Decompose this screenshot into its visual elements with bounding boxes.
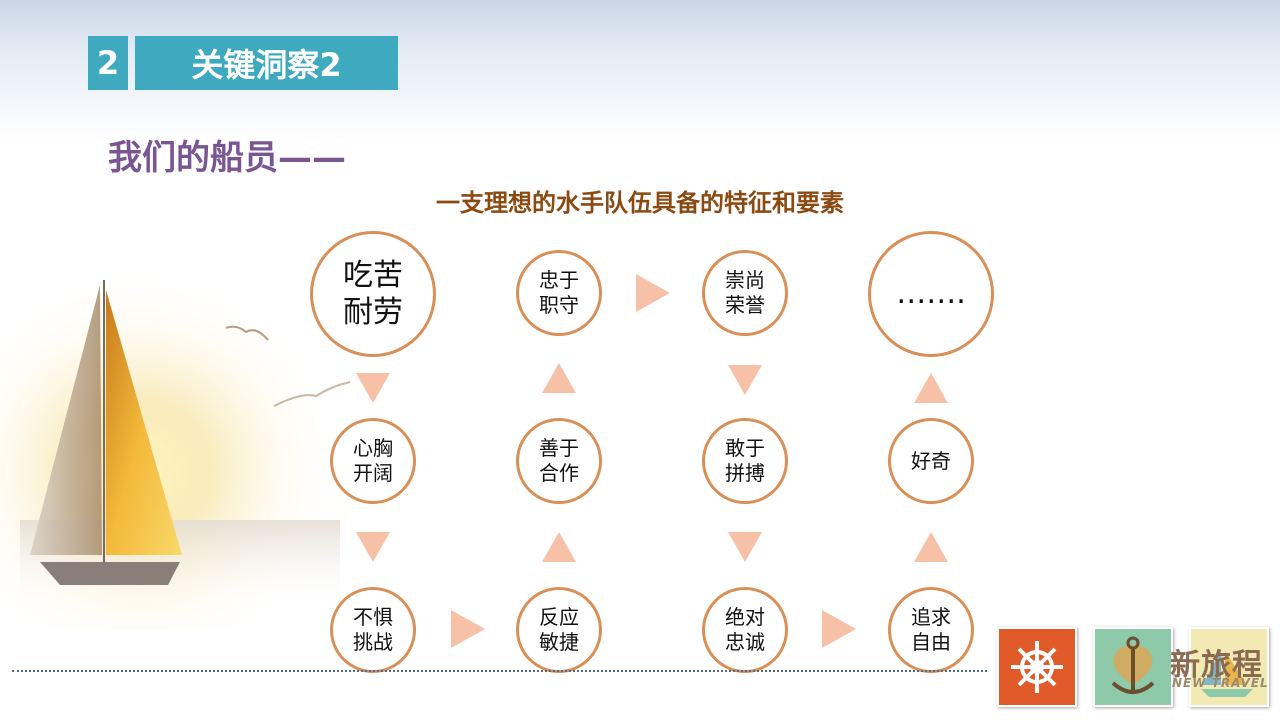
trait-circle: 不惧 挑战 bbox=[330, 587, 416, 673]
arrow-down-icon bbox=[728, 365, 762, 395]
logo-tile-anchor bbox=[1093, 627, 1173, 707]
arrow-down-icon bbox=[356, 532, 390, 562]
arrow-right-icon bbox=[451, 610, 485, 648]
trait-label: 反应 敏捷 bbox=[539, 605, 579, 654]
trait-circle: 心胸 开阔 bbox=[330, 418, 416, 504]
subtitle: 一支理想的水手队伍具备的特征和要素 bbox=[436, 189, 844, 217]
trait-label: 不惧 挑战 bbox=[353, 605, 393, 654]
trait-label: 忠于 职守 bbox=[539, 268, 579, 317]
brand-name-en: NEW TRAVEL bbox=[1172, 676, 1269, 690]
trait-circle: 忠于 职守 bbox=[516, 250, 602, 336]
trait-circle: ……. bbox=[868, 231, 994, 357]
arrow-up-icon bbox=[542, 363, 576, 393]
trait-label: 心胸 开阔 bbox=[353, 436, 393, 485]
trait-label: 崇尚 荣誉 bbox=[725, 268, 765, 317]
trait-circle: 善于 合作 bbox=[516, 418, 602, 504]
arrow-down-icon bbox=[356, 373, 390, 403]
trait-label: 善于 合作 bbox=[539, 436, 579, 485]
trait-label: 敢于 拼搏 bbox=[725, 436, 765, 485]
arrow-right-icon bbox=[636, 274, 670, 312]
arrow-up-icon bbox=[914, 532, 948, 562]
trait-label: 吃苦 耐劳 bbox=[343, 257, 403, 331]
arrow-down-icon bbox=[728, 532, 762, 562]
ship-wheel-icon bbox=[1011, 641, 1063, 693]
arrow-up-icon bbox=[542, 532, 576, 562]
crew-heading: 我们的船员—— bbox=[108, 138, 346, 178]
trait-circle: 反应 敏捷 bbox=[516, 587, 602, 673]
trait-label: 绝对 忠诚 bbox=[725, 605, 765, 654]
anchor-icon bbox=[1111, 636, 1155, 694]
trait-label: ……. bbox=[896, 276, 966, 312]
trait-label: 好奇 bbox=[911, 448, 951, 473]
trait-circle: 好奇 bbox=[888, 418, 974, 504]
trait-circle: 敢于 拼搏 bbox=[702, 418, 788, 504]
logo-tile-travel bbox=[1189, 627, 1269, 707]
arrow-up-icon bbox=[914, 373, 948, 403]
trait-circle: 吃苦 耐劳 bbox=[310, 231, 436, 357]
logo-tile-helm bbox=[997, 627, 1077, 707]
sailboat-illustration bbox=[0, 270, 360, 630]
section-number-badge: 2 bbox=[88, 36, 128, 90]
brand-name: 新旅程 bbox=[1170, 648, 1263, 683]
section-title: 关键洞察2 bbox=[135, 36, 398, 90]
trait-label: 追求 自由 bbox=[911, 605, 951, 654]
seagull-icon bbox=[225, 325, 269, 341]
seagull-icon bbox=[273, 381, 351, 407]
arrow-right-icon bbox=[822, 610, 856, 648]
trait-circle: 绝对 忠诚 bbox=[702, 587, 788, 673]
trait-circle: 崇尚 荣誉 bbox=[702, 250, 788, 336]
sailboat-icon bbox=[1201, 649, 1253, 697]
footer-divider bbox=[12, 670, 987, 672]
trait-circle: 追求 自由 bbox=[888, 587, 974, 673]
